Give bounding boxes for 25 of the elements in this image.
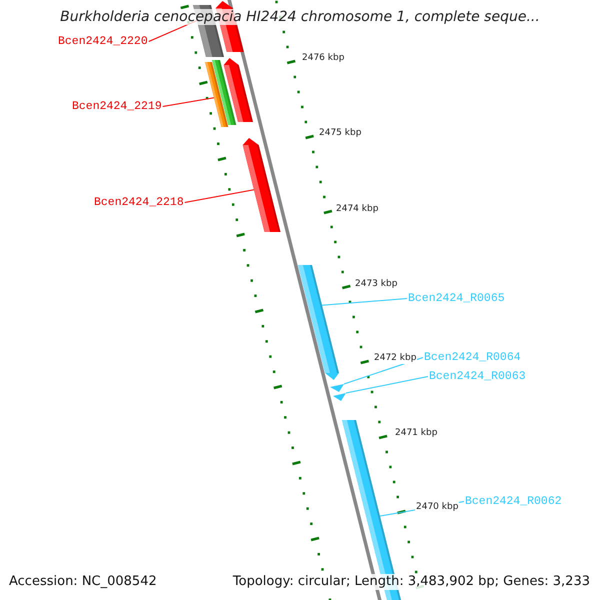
gene-marker	[333, 393, 346, 401]
gene-label: Bcen2424_R0065	[408, 292, 505, 305]
scale-label: 2470 kbp	[415, 502, 460, 513]
scale-label: 2474 kbp	[335, 204, 380, 215]
gene-feature	[298, 265, 339, 380]
leader-line	[322, 298, 408, 306]
scale-label: 2472 kbp	[373, 353, 418, 364]
gene-marker	[330, 384, 344, 392]
leader-line	[184, 189, 254, 203]
footer-text: Accession: NC_008542	[8, 574, 158, 590]
leader-line	[346, 376, 428, 394]
gene-label: Bcen2424_R0064	[424, 351, 521, 364]
scale-label: 2475 kbp	[318, 128, 362, 139]
footer-text: Topology: circular; Length: 3,483,902 bp; Genes: 3,233	[232, 574, 591, 590]
leader-line	[162, 97, 214, 107]
scale-label: 2473 kbp	[354, 279, 398, 290]
gene-label: Bcen2424_2220	[58, 35, 148, 48]
gene-feature	[224, 58, 253, 122]
gene-label: Bcen2424_2219	[72, 100, 162, 113]
gene-feature	[242, 138, 280, 232]
gene-label: Bcen2424_R0062	[465, 495, 562, 508]
scale-label: 2476 kbp	[301, 53, 346, 64]
scale-label: 2471 kbp	[394, 428, 438, 439]
gene-label: Bcen2424_2218	[94, 196, 184, 209]
gene-label: Bcen2424_R0063	[429, 370, 526, 383]
